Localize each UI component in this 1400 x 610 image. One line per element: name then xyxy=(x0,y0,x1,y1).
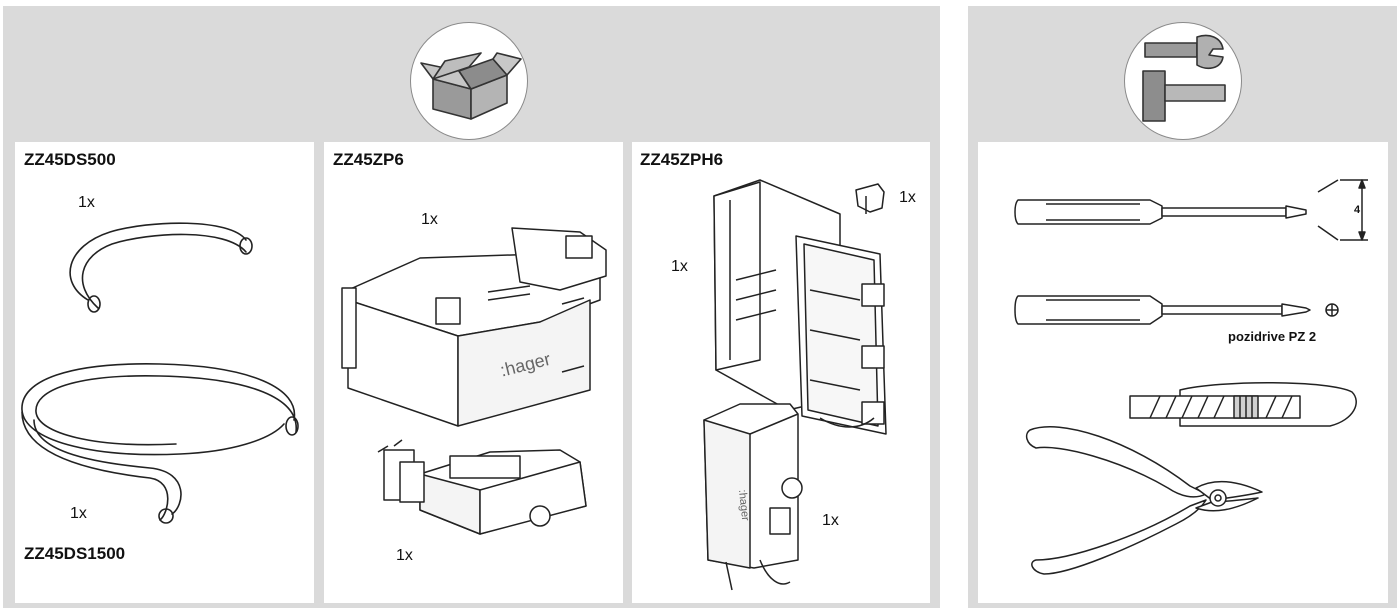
qty-zph6-frame: 1x xyxy=(671,258,688,275)
item-code-zz45ds1500: ZZ45DS1500 xyxy=(24,544,126,563)
qty-zph6-module: 1x xyxy=(822,512,839,529)
qty-zp6-module: 1x xyxy=(396,547,413,564)
qty-tube-long: 1x xyxy=(70,505,87,522)
qty-zph6-clip: 1x xyxy=(899,189,916,206)
qty-tube-short: 1x xyxy=(78,194,95,211)
utility-knife xyxy=(1129,382,1357,427)
pozidrive-label: pozidrive PZ 2 xyxy=(1228,329,1317,344)
short-tube xyxy=(69,222,247,301)
item-code-zz45zp6: ZZ45ZP6 xyxy=(333,150,404,169)
tube-illustration xyxy=(21,222,299,524)
hager-logo-module: :hager xyxy=(736,489,751,522)
long-tube xyxy=(21,363,296,456)
item-code-zz45zph6: ZZ45ZPH6 xyxy=(640,150,724,169)
item-code-zz45ds500: ZZ45DS500 xyxy=(24,150,116,169)
tools-badge xyxy=(1124,22,1242,140)
package-badge xyxy=(410,22,528,140)
flat-tip-dimension: 4 xyxy=(1354,204,1361,216)
wrench-hammer-icon xyxy=(1142,34,1226,122)
flat-screwdriver xyxy=(1014,179,1368,241)
qty-zp6-cover: 1x xyxy=(421,211,438,228)
phillips-screwdriver xyxy=(1014,295,1339,325)
open-box-icon xyxy=(420,52,522,120)
side-cutter-pliers xyxy=(1025,426,1263,575)
